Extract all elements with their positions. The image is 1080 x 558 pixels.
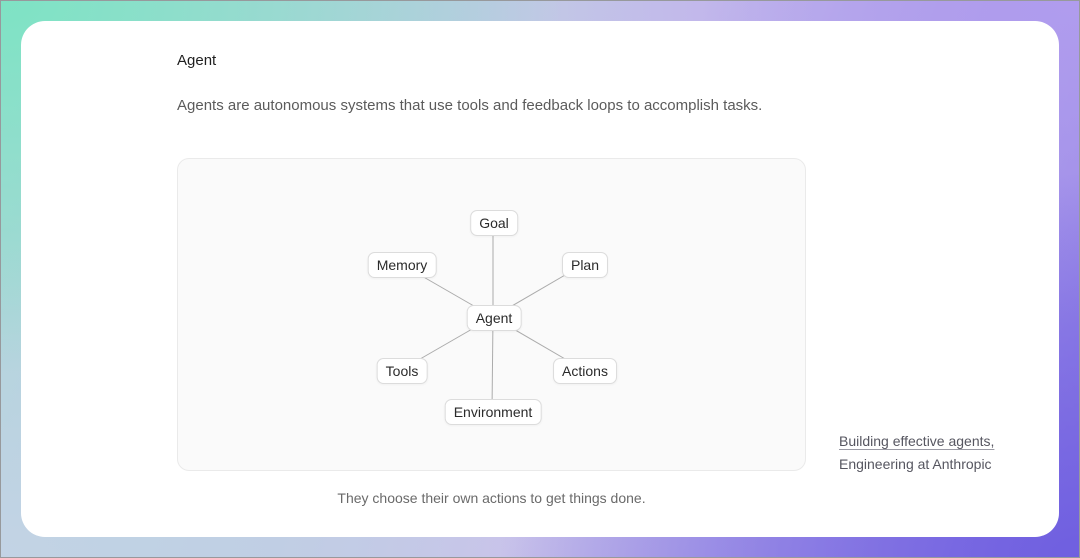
edge-agent-environment	[491, 316, 494, 412]
content-card: Agent Agents are autonomous systems that…	[21, 21, 1059, 537]
node-actions[interactable]: Actions	[553, 358, 617, 384]
node-environment[interactable]: Environment	[444, 399, 542, 425]
source-line2: Engineering at Anthropic	[839, 456, 992, 472]
source-link[interactable]: Building effective agents,	[839, 433, 995, 449]
diagram-panel: Goal Memory Plan Agent Tools Actions Env…	[177, 158, 806, 471]
description-text: Agents are autonomous systems that use t…	[177, 97, 763, 114]
node-plan[interactable]: Plan	[561, 252, 609, 278]
node-memory[interactable]: Memory	[367, 252, 437, 278]
node-agent-center[interactable]: Agent	[466, 305, 522, 331]
node-tools[interactable]: Tools	[376, 358, 428, 384]
page-title: Agent	[177, 52, 217, 69]
source-attribution: Building effective agents, Engineering a…	[839, 430, 1049, 476]
diagram-caption: They choose their own actions to get thi…	[337, 490, 646, 506]
node-goal[interactable]: Goal	[470, 210, 518, 236]
